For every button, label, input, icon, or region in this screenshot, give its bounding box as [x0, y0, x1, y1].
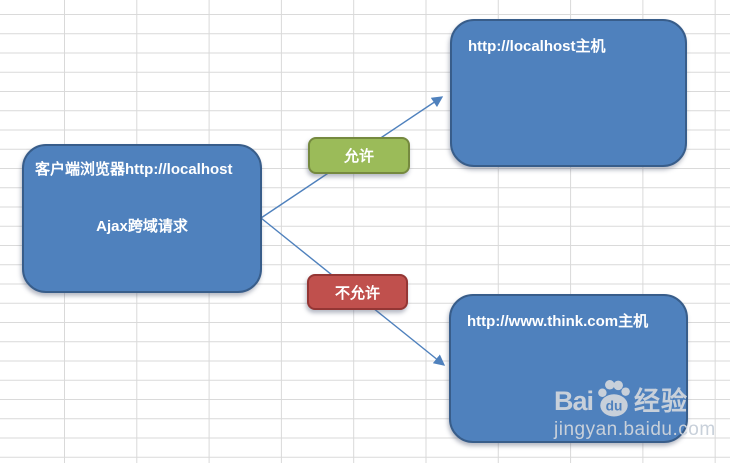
baidu-logo-text: Bai	[554, 385, 594, 416]
localhost-host-box: http://localhost主机	[450, 19, 687, 167]
deny-tag: 不允许	[307, 274, 408, 310]
think-host-label: http://www.think.com主机	[467, 313, 649, 330]
baidu-paw-icon: du	[598, 380, 630, 417]
client-browser-box: 客户端浏览器http://localhost Ajax跨域请求	[22, 144, 262, 293]
localhost-host-label: http://localhost主机	[468, 38, 606, 55]
baidu-du-text: du	[606, 399, 623, 414]
ajax-request-label: Ajax跨域请求	[96, 218, 188, 235]
think-host-box: http://www.think.com主机	[449, 294, 688, 443]
jingyan-logo-text: 经验	[634, 386, 689, 416]
deny-tag-label: 不允许	[334, 284, 380, 302]
allow-tag: 允许	[308, 137, 410, 174]
jingyan-url-text: jingyan.baidu.com	[554, 419, 716, 440]
baidu-jingyan-watermark: Bai du 经验 jingyan.baidu.com	[554, 380, 716, 440]
client-browser-label: 客户端浏览器http://localhost	[35, 161, 233, 178]
allow-tag-label: 允许	[343, 148, 374, 165]
